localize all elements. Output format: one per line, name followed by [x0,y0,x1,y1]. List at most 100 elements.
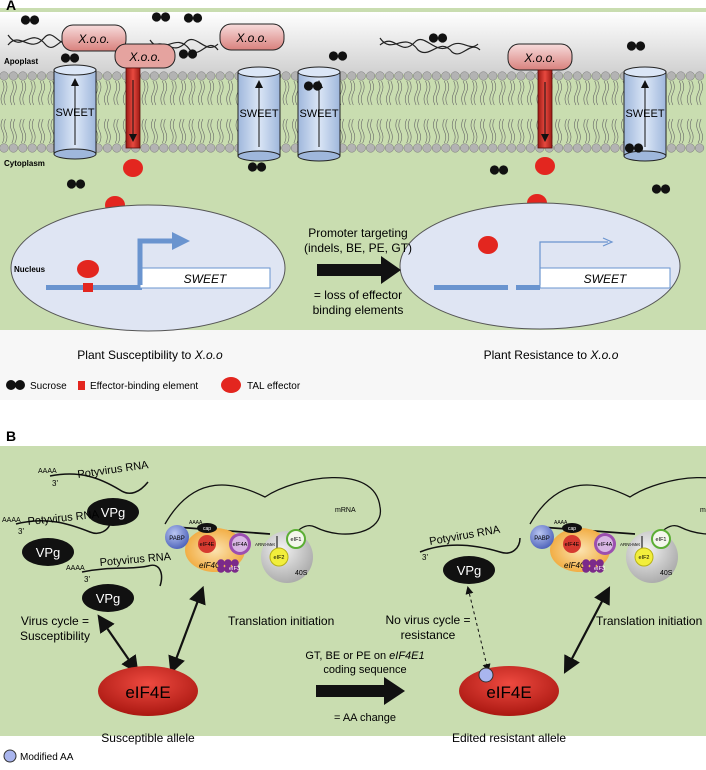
lipid-head [460,71,470,81]
lipid-head [676,143,686,153]
svg-text:3': 3' [422,553,428,562]
lipid-head [178,143,188,153]
lipid-head [196,71,206,81]
svg-text:AAAA: AAAA [554,520,568,526]
lipid-head [478,143,488,153]
lipid-head [403,143,413,153]
lipid-head [366,143,376,153]
potyvirus-rna: AAAA 3' Potyvirus RNA VPg [66,551,172,612]
lipid-head [206,71,216,81]
svg-text:eIF3: eIF3 [594,566,605,572]
svg-text:PABP: PABP [534,536,550,542]
virus-cycle-line1: Virus cycle = [21,614,89,628]
lipid-head [196,143,206,153]
susceptibility-caption: Plant Susceptibility to X.o.o [77,348,223,362]
translation-initiation-right: Translation initiation [596,614,702,628]
lipid-head [525,143,535,153]
tal-effector [123,159,143,177]
lipid-head [102,71,112,81]
promoter-bar [46,285,142,290]
xoo-bacterium: X.o.o. [114,43,176,69]
lipid-head [469,143,479,153]
transcription-arrow [539,241,608,285]
lipid-head [375,143,385,153]
lipid-head [685,143,695,153]
lipid-head [356,143,366,153]
svg-text:SWEET: SWEET [239,108,278,120]
lipid-head [554,143,564,153]
lipid-head [610,71,620,81]
edited-allele: Edited resistant allele [452,731,566,745]
lipid-head [149,71,159,81]
lipid-head [159,71,169,81]
nucleus-label: Nucleus [14,265,46,274]
lipid-head [666,71,676,81]
lipid-head [488,143,498,153]
lipid-head [450,71,460,81]
lipid-head [384,143,394,153]
svg-text:cap: cap [203,526,211,532]
lipid-head [8,71,18,81]
svg-text:VPg: VPg [457,563,482,578]
xoo-bacterium: X.o.o. [507,43,573,71]
svg-text:AAAA: AAAA [2,517,21,524]
xoo-bacterium: X.o.o. [61,24,127,52]
lipid-head [601,71,611,81]
resistance-caption: Plant Resistance to X.o.o [484,348,619,362]
lipid-head [516,143,526,153]
lipid-head [413,71,423,81]
svg-text:eIF3: eIF3 [229,566,240,572]
svg-text:AAAA: AAAA [38,468,57,475]
eif4e-susceptible [98,666,198,716]
lipid-head [601,143,611,153]
lipid-head [507,143,517,153]
lipid-head [591,71,601,81]
panel-b-label: B [6,428,16,444]
lipid-head [685,71,695,81]
virus-cycle-line2: Susceptibility [20,629,90,643]
lipid-head [206,143,216,153]
svg-text:AAAA: AAAA [189,520,203,526]
lipid-head [356,71,366,81]
effector-binding-element [83,283,93,292]
sweet-transporter: SWEET [53,64,97,160]
svg-text:X.o.o.: X.o.o. [523,51,555,65]
promoter-bar [434,285,508,290]
lipid-head [460,143,470,153]
lipid-head [695,143,705,153]
eif4e-label-right: eIF4E [486,683,531,702]
svg-text:eIF4E: eIF4E [200,542,215,548]
lipid-head [422,143,432,153]
svg-text:ARNt-Met: ARNt-Met [620,542,641,547]
lipid-head [525,71,535,81]
edit-line2: coding sequence [323,664,406,676]
tal-effector [535,157,555,175]
tal-effector [478,236,498,254]
svg-text:mRNA: mRNA [700,507,706,514]
sweet-gene-label: SWEET [184,272,228,286]
modified-aa [478,667,494,683]
lipid-head [140,71,150,81]
lipid-head [0,143,9,153]
legend-ebe: Effector-binding element [90,381,198,392]
lipid-head [469,71,479,81]
svg-text:ARNt-Met: ARNt-Met [255,542,276,547]
sweet-transporter: SWEET [237,66,281,162]
lipid-head [168,71,178,81]
apoplast-label: Apoplast [4,57,39,66]
svg-text:eIF2: eIF2 [273,555,284,561]
lipid-head [281,71,291,81]
translation-arrow-left [168,585,206,675]
svg-text:eIF4G: eIF4G [564,561,586,570]
blocked-binding-arrow [465,586,491,672]
svg-text:40S: 40S [295,570,308,577]
svg-text:SWEET: SWEET [299,108,338,120]
svg-text:eIF1: eIF1 [655,537,666,543]
virus-binding-arrow [97,614,139,674]
lipid-head [497,71,507,81]
lipid-head [27,71,37,81]
lipid-head [676,71,686,81]
lipid-head [178,71,188,81]
lipid-head [159,143,169,153]
